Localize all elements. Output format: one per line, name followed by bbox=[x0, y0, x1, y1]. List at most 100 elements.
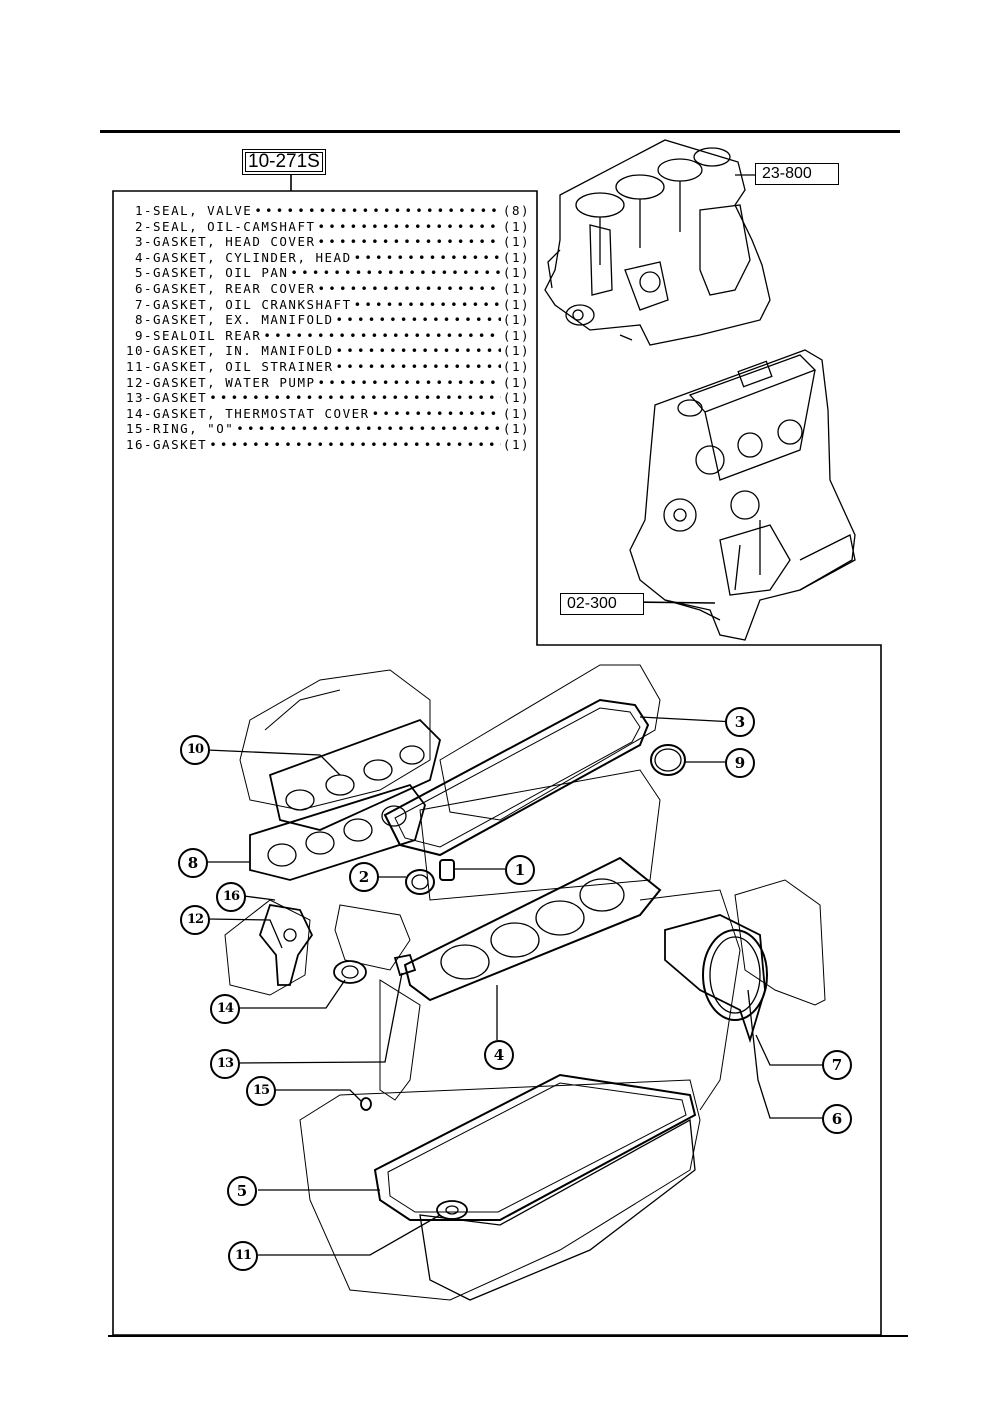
parts-list-row: 15-RING, "O"••••••••••••••••••••••••••••… bbox=[118, 421, 530, 437]
leader-dots: •••••••••••••••••••••••••••••••••••••••• bbox=[317, 234, 501, 250]
part-number: 14 bbox=[125, 405, 144, 421]
leader-dots: •••••••••••••••••••••••••••••••••••••••• bbox=[335, 358, 501, 374]
part-quantity: (1) bbox=[502, 280, 530, 296]
part-quantity: (1) bbox=[502, 234, 530, 250]
engine-assembly-reference-label: 02-300 bbox=[560, 593, 644, 615]
part-number: 3 bbox=[134, 234, 144, 250]
part-separator: - bbox=[144, 234, 154, 250]
part-quantity: (1) bbox=[502, 312, 530, 328]
callout-2: 2 bbox=[349, 862, 379, 892]
part-separator: - bbox=[144, 265, 154, 281]
top-rule bbox=[100, 130, 900, 133]
callout-3: 3 bbox=[725, 707, 755, 737]
part-name: SEAL, VALVE bbox=[153, 203, 253, 218]
leader-dots: •••••••••••••••••••••••••••••••••••••••• bbox=[317, 218, 501, 234]
part-number: 11 bbox=[125, 358, 144, 374]
part-number: 9 bbox=[134, 327, 144, 343]
part-quantity: (1) bbox=[502, 436, 530, 452]
part-quantity: (1) bbox=[502, 421, 530, 437]
part-separator: - bbox=[144, 358, 154, 374]
part-number: 16 bbox=[125, 436, 144, 452]
part-number: 7 bbox=[134, 296, 144, 312]
part-name: SEAL, OIL-CAMSHAFT bbox=[153, 218, 316, 234]
part-number: 15 bbox=[125, 421, 144, 437]
part-name: GASKET, CYLINDER, HEAD bbox=[153, 249, 352, 265]
callout-13: 13 bbox=[210, 1049, 240, 1079]
parts-list-row: 16-GASKET•••••••••••••••••••••••••••••••… bbox=[118, 437, 530, 453]
part-separator: - bbox=[144, 421, 154, 437]
leader-dots: •••••••••••••••••••••••••••••••••••••••• bbox=[209, 390, 501, 406]
part-separator: - bbox=[144, 374, 154, 390]
leader-dots: •••••••••••••••••••••••••••••••••••••••• bbox=[353, 296, 501, 312]
parts-list-row: 8-GASKET, EX. MANIFOLD••••••••••••••••••… bbox=[118, 312, 530, 328]
leader-dots: •••••••••••••••••••••••••••••••••••••••• bbox=[236, 421, 501, 437]
part-quantity: (1) bbox=[502, 249, 530, 265]
part-separator: - bbox=[144, 203, 154, 218]
part-quantity: (1) bbox=[502, 265, 530, 281]
part-separator: - bbox=[144, 436, 154, 452]
diagram-border bbox=[112, 190, 882, 1336]
part-number: 5 bbox=[134, 265, 144, 281]
callout-16: 16 bbox=[216, 882, 246, 912]
leader-dots: •••••••••••••••••••••••••••••••••••••••• bbox=[353, 249, 501, 265]
parts-list-row: 11-GASKET, OIL STRAINER•••••••••••••••••… bbox=[118, 359, 530, 375]
callout-14: 14 bbox=[210, 994, 240, 1024]
part-quantity: (1) bbox=[502, 218, 530, 234]
callout-8: 8 bbox=[178, 848, 208, 878]
part-number: 8 bbox=[134, 312, 144, 328]
callout-10: 10 bbox=[180, 735, 210, 765]
part-name: GASKET, EX. MANIFOLD bbox=[153, 312, 334, 328]
parts-list-row: 7-GASKET, OIL CRANKSHAFT••••••••••••••••… bbox=[118, 297, 530, 313]
part-number: 6 bbox=[134, 280, 144, 296]
part-name: SEALOIL REAR bbox=[153, 327, 262, 343]
part-name: GASKET, OIL STRAINER bbox=[153, 358, 334, 374]
part-name: GASKET, OIL PAN bbox=[153, 265, 289, 281]
part-separator: - bbox=[144, 296, 154, 312]
callout-4: 4 bbox=[484, 1040, 514, 1070]
part-separator: - bbox=[144, 390, 154, 406]
part-separator: - bbox=[144, 249, 154, 265]
parts-list: 1-SEAL, VALVE•••••••••••••••••••••••••••… bbox=[118, 203, 530, 453]
parts-list-row: 14-GASKET, THERMOSTAT COVER•••••••••••••… bbox=[118, 406, 530, 422]
part-number: 13 bbox=[125, 390, 144, 406]
engine-assembly-illustration bbox=[629, 349, 856, 641]
part-separator: - bbox=[144, 327, 154, 343]
parts-list-row: 6-GASKET, REAR COVER••••••••••••••••••••… bbox=[118, 281, 530, 297]
parts-list-row: 10-GASKET, IN. MANIFOLD•••••••••••••••••… bbox=[118, 343, 530, 359]
leader-dots: •••••••••••••••••••••••••••••••••••••••• bbox=[263, 327, 501, 343]
leader-dots: •••••••••••••••••••••••••••••••••••••••• bbox=[335, 343, 501, 359]
leader-dots: •••••••••••••••••••••••••••••••••••••••• bbox=[371, 405, 501, 421]
part-name: GASKET, HEAD COVER bbox=[153, 234, 316, 250]
part-separator: - bbox=[144, 405, 154, 421]
callout-1: 1 bbox=[505, 855, 535, 885]
part-separator: - bbox=[144, 312, 154, 328]
part-quantity: (1) bbox=[502, 405, 530, 421]
parts-list-row: 13-GASKET•••••••••••••••••••••••••••••••… bbox=[118, 390, 530, 406]
parts-list-row: 2-SEAL, OIL-CAMSHAFT••••••••••••••••••••… bbox=[118, 219, 530, 235]
parts-list-row: 9-SEALOIL REAR••••••••••••••••••••••••••… bbox=[118, 328, 530, 344]
leader-dots: •••••••••••••••••••••••••••••••••••••••• bbox=[335, 312, 501, 328]
part-name: GASKET, OIL CRANKSHAFT bbox=[153, 296, 352, 312]
part-number: 12 bbox=[125, 374, 144, 390]
callout-9: 9 bbox=[725, 748, 755, 778]
leader-dots: •••••••••••••••••••••••••••••••••••••••• bbox=[209, 436, 501, 452]
bottom-rule bbox=[108, 1335, 908, 1337]
parts-list-row: 1-SEAL, VALVE•••••••••••••••••••••••••••… bbox=[118, 203, 530, 219]
part-name: GASKET, THERMOSTAT COVER bbox=[153, 405, 370, 421]
part-name: GASKET bbox=[153, 436, 208, 452]
parts-list-row: 3-GASKET, HEAD COVER••••••••••••••••••••… bbox=[118, 234, 530, 250]
part-quantity: (1) bbox=[502, 343, 530, 359]
main-reference-label: 10-271S bbox=[242, 149, 326, 175]
part-name: GASKET, IN. MANIFOLD bbox=[153, 343, 334, 359]
part-number: 1 bbox=[134, 203, 144, 218]
part-separator: - bbox=[144, 343, 154, 359]
part-quantity: (1) bbox=[502, 390, 530, 406]
leader-dots: •••••••••••••••••••••••••••••••••••••••• bbox=[317, 374, 501, 390]
part-quantity: (1) bbox=[502, 296, 530, 312]
part-name: GASKET, WATER PUMP bbox=[153, 374, 316, 390]
callout-5: 5 bbox=[227, 1176, 257, 1206]
leader-dots: •••••••••••••••••••••••••••••••••••••••• bbox=[290, 265, 501, 281]
callout-12: 12 bbox=[180, 905, 210, 935]
part-number: 4 bbox=[134, 249, 144, 265]
